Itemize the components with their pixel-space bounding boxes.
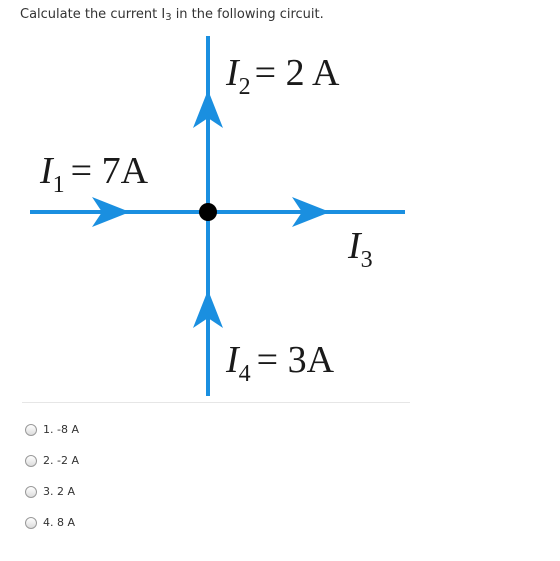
option-3[interactable]: 3. 2 A: [25, 476, 79, 507]
arrow-i3-right: [292, 197, 330, 227]
option-value: 2 A: [57, 485, 76, 498]
option-number: 2.: [43, 454, 57, 467]
junction-node: [199, 203, 217, 221]
circuit-diagram: I2= 2 A I1= 7A I3 I4= 3A: [30, 36, 405, 396]
question-subscript: 3: [165, 12, 172, 23]
question-suffix: in the following circuit.: [171, 7, 324, 22]
option-1[interactable]: 1. -8 A: [25, 414, 79, 445]
option-2[interactable]: 2. -2 A: [25, 445, 79, 476]
label-i1: I1= 7A: [39, 150, 149, 198]
radio-button-3[interactable]: [25, 485, 37, 498]
arrow-i4-up: [193, 290, 223, 328]
label-i2: I2= 2 A: [225, 52, 340, 100]
arrow-i1-right: [92, 197, 130, 227]
radio-button-4[interactable]: [25, 516, 37, 529]
answer-options: 1. -8 A 2. -2 A 3. 2 A 4. 8 A: [25, 414, 79, 538]
option-value: -2 A: [57, 454, 79, 467]
label-i3: I3: [347, 225, 373, 273]
option-value: -8 A: [57, 423, 79, 436]
radio-button-2[interactable]: [25, 454, 37, 467]
question-text: Calculate the current I3 in the followin…: [20, 7, 324, 23]
option-number: 3.: [43, 485, 57, 498]
label-i4: I4= 3A: [225, 339, 335, 387]
option-4[interactable]: 4. 8 A: [25, 507, 79, 538]
radio-button-1[interactable]: [25, 423, 37, 436]
option-number: 4.: [43, 516, 57, 529]
arrow-i2-up: [193, 90, 223, 128]
option-number: 1.: [43, 423, 57, 436]
divider: [22, 402, 410, 403]
question-prefix: Calculate the current I: [20, 7, 166, 22]
option-value: 8 A: [57, 516, 76, 529]
